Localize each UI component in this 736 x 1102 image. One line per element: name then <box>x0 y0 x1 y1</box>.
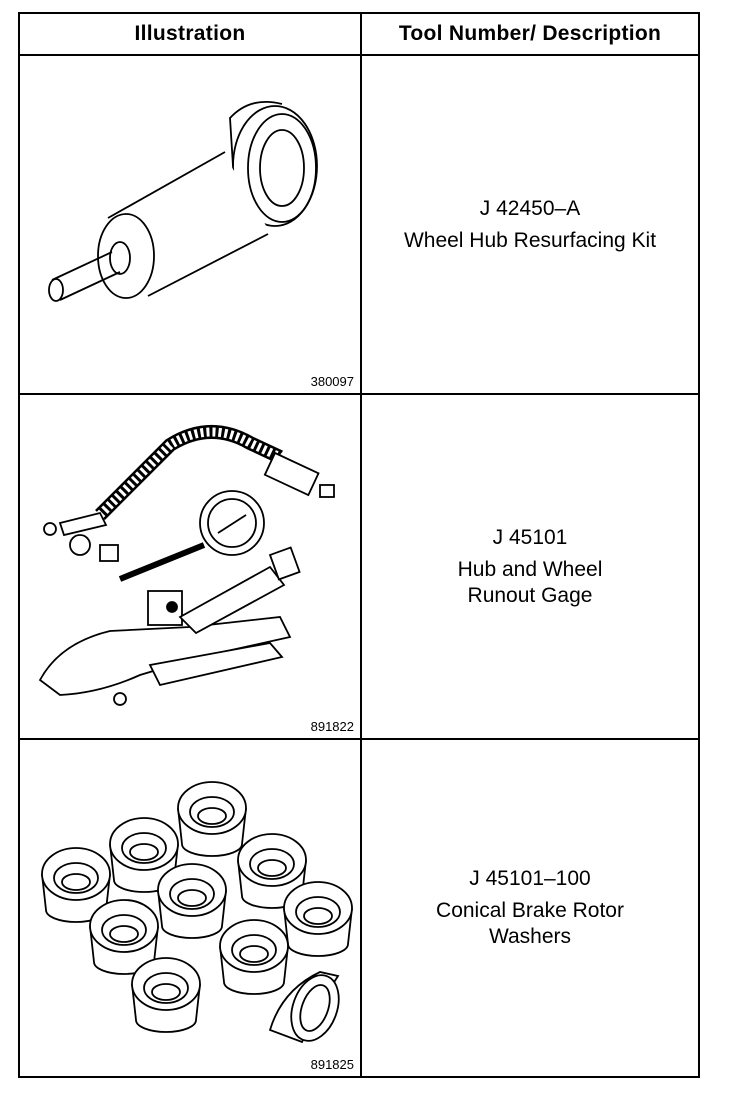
table-row: 891822 J 45101 Hub and Wheel Runout Gage <box>20 395 698 738</box>
tool-description: Wheel Hub Resurfacing Kit <box>403 228 657 252</box>
header-tool-number-description: Tool Number/ Description <box>398 22 662 45</box>
washer-cup <box>131 957 201 1033</box>
row-divider <box>20 738 698 740</box>
tool-number: J 42450–A <box>479 196 581 220</box>
table-row: 891825 J 45101–100 Conical Brake Rotor W… <box>20 740 698 1076</box>
tool-description-cell: J 42450–A Wheel Hub Resurfacing Kit <box>362 56 698 393</box>
rotor-washers-illustration: 891825 <box>20 740 360 1076</box>
washer-cup <box>283 881 353 957</box>
washer-cup <box>89 899 159 975</box>
header-divider <box>20 54 698 56</box>
tool-description-line: Hub and Wheel <box>457 557 603 581</box>
row-divider <box>20 393 698 395</box>
washer-cup <box>109 817 179 893</box>
tool-number: J 45101 <box>492 525 568 549</box>
washer-cup-tilted <box>268 971 340 1044</box>
tool-description-line: Runout Gage <box>467 583 593 607</box>
tool-description-cell: J 45101 Hub and Wheel Runout Gage <box>362 395 698 738</box>
tool-description-cell: J 45101–100 Conical Brake Rotor Washers <box>362 740 698 1076</box>
washer-cup <box>177 781 247 857</box>
tool-table: Illustration Tool Number/ Description <box>18 12 700 1078</box>
figure-number: 891822 <box>310 719 354 734</box>
washer-cup <box>219 919 289 995</box>
runout-gage-illustration: 891822 <box>20 395 360 738</box>
tool-number: J 45101–100 <box>469 867 591 890</box>
washer-cup <box>157 863 227 939</box>
tool-description-line: Washers <box>488 925 572 948</box>
table-row: 380097 J 42450–A Wheel Hub Resurfacing K… <box>20 56 698 393</box>
resurfacing-kit-illustration: 380097 <box>20 56 360 393</box>
header-illustration: Illustration <box>134 22 246 45</box>
tool-description-line: Conical Brake Rotor <box>436 899 624 922</box>
figure-number: 891825 <box>310 1057 354 1072</box>
figure-number: 380097 <box>310 374 354 389</box>
column-divider <box>360 14 362 1076</box>
